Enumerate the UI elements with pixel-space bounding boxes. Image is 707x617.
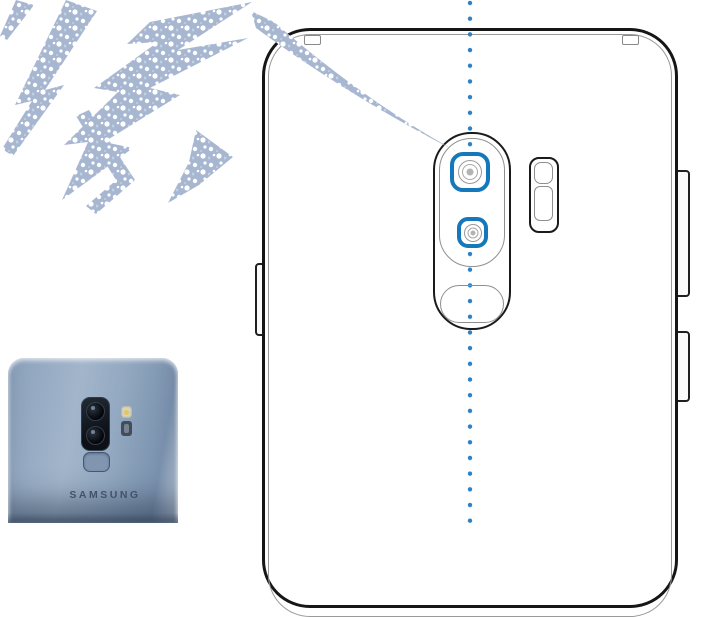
lens-ring bbox=[458, 160, 482, 184]
camera-lens-plate-outline bbox=[439, 138, 505, 267]
illustration-canvas: SAMSUNG bbox=[0, 0, 690, 617]
samsung-brand-label: SAMSUNG bbox=[69, 489, 141, 501]
lens-glint bbox=[91, 430, 95, 434]
flash-heart-rate-module-outline bbox=[529, 157, 559, 233]
antenna-notch-right bbox=[622, 35, 639, 45]
reference-phone-photo: SAMSUNG bbox=[8, 358, 178, 523]
flash-led-outline bbox=[534, 162, 553, 184]
photo-bottom-shadow bbox=[8, 513, 178, 523]
heart-rate-sensor-outline bbox=[534, 186, 553, 221]
camera-module-outline bbox=[433, 132, 511, 330]
photo-flash-icon bbox=[121, 406, 132, 418]
photo-lower-lens-icon bbox=[86, 426, 105, 445]
lens-ring bbox=[467, 227, 478, 238]
flash-led bbox=[124, 409, 129, 415]
photo-heart-rate-sensor-icon bbox=[121, 421, 132, 436]
lightning-crack-icon bbox=[0, 0, 463, 214]
photo-upper-lens-icon bbox=[86, 402, 105, 421]
photo-fingerprint-scanner bbox=[83, 452, 110, 472]
antenna-notch-left bbox=[304, 35, 321, 45]
lens-center bbox=[470, 230, 475, 235]
lens-glint bbox=[91, 406, 95, 410]
lower-camera-lens-icon bbox=[457, 217, 488, 248]
lens-ring bbox=[463, 223, 482, 242]
lens-center bbox=[466, 168, 474, 176]
fingerprint-sensor-outline bbox=[440, 285, 504, 323]
photo-dual-camera-module bbox=[81, 397, 110, 451]
lens-ring bbox=[462, 164, 478, 180]
upper-camera-lens-icon bbox=[450, 152, 490, 192]
sensor-window bbox=[124, 424, 129, 433]
